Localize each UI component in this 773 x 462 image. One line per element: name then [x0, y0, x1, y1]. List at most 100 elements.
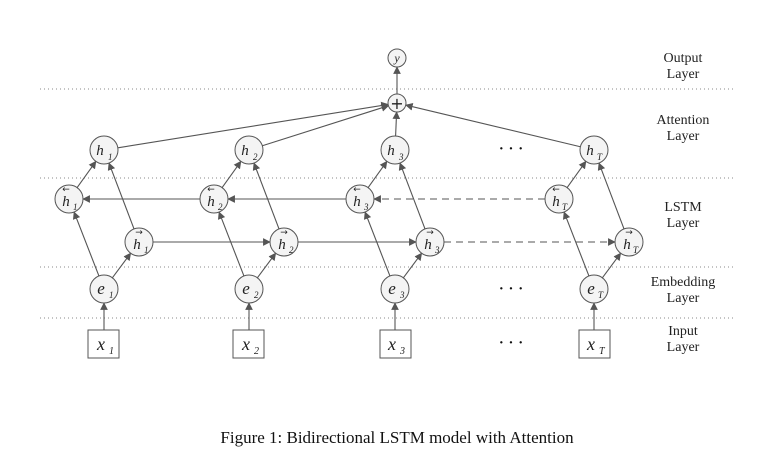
edge-backward-to-h — [566, 160, 587, 188]
edge-h-to-attention — [405, 102, 581, 148]
output-node: y — [387, 48, 407, 68]
edge-h-to-attention — [392, 111, 401, 137]
svg-text:1: 1 — [109, 346, 114, 357]
svg-text:2: 2 — [254, 290, 259, 300]
layer-label-input: Input Layer — [667, 324, 700, 355]
attention-sum-node: + — [387, 93, 407, 113]
svg-text:2: 2 — [253, 152, 258, 162]
edge-embedding-to-backward — [562, 211, 590, 277]
edge-forward-to-h — [107, 162, 135, 230]
edge-embedding-to-forward — [402, 252, 423, 279]
svg-text:Layer: Layer — [667, 129, 700, 144]
edge-embedding-to-backward — [72, 211, 100, 277]
svg-text:3: 3 — [363, 202, 369, 212]
attention-h-node: h T — [579, 135, 609, 165]
edge-forward-to-h — [252, 162, 280, 230]
svg-text:3: 3 — [399, 346, 405, 357]
ellipsis-embedding: ··· — [498, 278, 527, 300]
svg-text:+: + — [390, 94, 403, 113]
svg-text:h: h — [133, 237, 141, 253]
svg-text:Layer: Layer — [667, 67, 700, 82]
svg-text:1: 1 — [109, 290, 114, 300]
svg-text:→: → — [426, 228, 434, 238]
svg-text:←: ← — [552, 185, 560, 195]
forward-h-node: → h 3 — [415, 227, 445, 257]
column-3: h 3 ← h 3 → h 3 e 3 x 3 — [345, 135, 445, 359]
svg-text:→: → — [625, 228, 633, 238]
edge-embedding-to-backward — [363, 211, 391, 277]
svg-text:3: 3 — [399, 290, 405, 300]
edge-h-to-attention — [117, 101, 389, 149]
edge-backward-to-h — [76, 160, 97, 188]
svg-text:←: ← — [207, 185, 215, 195]
svg-text:h: h — [96, 143, 104, 159]
edge-h-to-attention — [262, 104, 390, 147]
edge-embedding-to-forward — [111, 252, 132, 279]
input-node: x 3 — [379, 329, 412, 359]
svg-text:x: x — [241, 334, 250, 354]
svg-text:←: ← — [353, 185, 361, 195]
svg-text:x: x — [96, 334, 105, 354]
svg-text:T: T — [633, 245, 639, 255]
backward-h-node: ← h 2 — [199, 184, 229, 214]
svg-text:3: 3 — [398, 152, 404, 162]
svg-text:T: T — [599, 346, 606, 357]
svg-text:e: e — [388, 279, 396, 298]
svg-text:h: h — [207, 194, 215, 210]
forward-h-node: → h 2 — [269, 227, 299, 257]
edge-forward-to-h — [398, 162, 426, 230]
layer-label-lstm: LSTM Layer — [664, 200, 702, 231]
svg-text:2: 2 — [254, 346, 259, 357]
edge-forward-to-h — [597, 162, 625, 230]
input-node: x 1 — [87, 329, 120, 359]
forward-h-node: → h T — [614, 227, 644, 257]
svg-text:h: h — [552, 194, 560, 210]
svg-text:1: 1 — [108, 152, 113, 162]
svg-text:3: 3 — [434, 245, 440, 255]
svg-text:→: → — [135, 228, 143, 238]
svg-text:h: h — [387, 143, 395, 159]
layer-label-output: Output Layer — [664, 51, 703, 82]
edge-embedding-to-forward — [601, 252, 622, 279]
svg-text:LSTM: LSTM — [664, 200, 702, 215]
svg-text:h: h — [353, 194, 361, 210]
embedding-node: e 1 — [89, 274, 119, 304]
svg-text:x: x — [387, 334, 396, 354]
forward-h-node: → h 1 — [124, 227, 154, 257]
svg-text:1: 1 — [73, 202, 78, 212]
column-2: h 2 ← h 2 → h 2 e 2 x 2 — [199, 135, 299, 359]
column-T: h T ← h T → h T e T x T — [544, 135, 644, 359]
attention-h-node: h 2 — [234, 135, 264, 165]
svg-text:e: e — [587, 279, 595, 298]
embedding-node: e 2 — [234, 274, 264, 304]
svg-text:Output: Output — [664, 51, 703, 66]
layer-label-attention: Attention Layer — [657, 113, 710, 144]
backward-h-node: ← h T — [544, 184, 574, 214]
svg-text:y: y — [393, 51, 400, 65]
embedding-node: e 3 — [380, 274, 410, 304]
svg-text:T: T — [598, 290, 604, 300]
ellipsis-input: ··· — [498, 332, 527, 354]
svg-text:1: 1 — [144, 245, 149, 255]
svg-text:Input: Input — [668, 324, 698, 339]
embedding-node: e T — [579, 274, 609, 304]
svg-text:e: e — [242, 279, 250, 298]
svg-text:h: h — [241, 143, 249, 159]
svg-text:h: h — [62, 194, 70, 210]
svg-text:Layer: Layer — [667, 340, 700, 355]
svg-text:h: h — [623, 237, 631, 253]
input-node: x 2 — [232, 329, 265, 359]
svg-text:2: 2 — [289, 245, 294, 255]
edge-backward-to-h — [221, 160, 242, 188]
backward-h-node: ← h 3 — [345, 184, 375, 214]
svg-text:h: h — [586, 143, 594, 159]
backward-h-node: ← h 1 — [54, 184, 84, 214]
svg-text:x: x — [586, 334, 595, 354]
column-1: h 1 ← h 1 → h 1 e 1 x 1 — [54, 135, 154, 359]
svg-text:←: ← — [62, 185, 70, 195]
svg-text:T: T — [597, 152, 603, 162]
svg-text:Embedding: Embedding — [651, 275, 716, 290]
svg-text:Layer: Layer — [667, 216, 700, 231]
